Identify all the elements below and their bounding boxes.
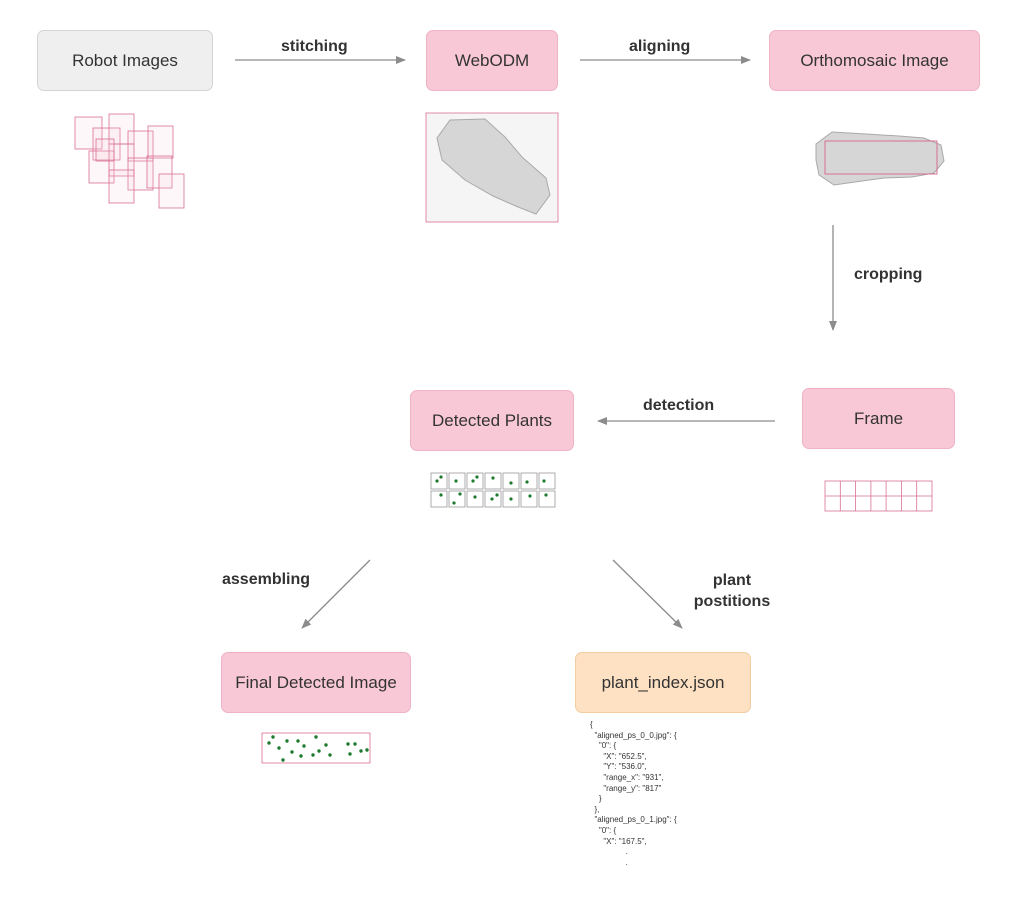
json-line: "aligned_ps_0_1.jpg": { (590, 815, 677, 825)
json-line: { (590, 720, 593, 729)
json-line: "Y": "536.0", (590, 762, 647, 772)
frame-grid (824, 480, 933, 512)
json-line: . (590, 857, 628, 867)
json-line: "range_y": "817" (590, 783, 662, 793)
json-line: "0": { (590, 825, 617, 835)
frame-node: Frame (802, 388, 955, 449)
json-line: }, (590, 804, 600, 814)
json-line: "aligned_ps_0_0.jpg": { (590, 730, 677, 740)
robot-images-node: Robot Images (37, 30, 213, 91)
plant-positions-arrow (612, 559, 683, 629)
orthomosaic-image-node: Orthomosaic Image (769, 30, 980, 91)
json-line: "X": "652.5", (590, 751, 647, 761)
webodm-node: WebODM (426, 30, 558, 91)
json-line: . (590, 847, 628, 857)
stitching-label: stitching (281, 38, 348, 55)
plant-positions-line2: postitions (693, 593, 771, 610)
json-line: } (590, 794, 602, 804)
final-detected-strip (261, 732, 371, 764)
orthomosaic-crop (815, 131, 945, 186)
webodm-stitched-map (425, 112, 559, 223)
json-line: "0": { (590, 741, 617, 751)
assembling-label: assembling (222, 571, 311, 588)
plant-positions-label: plant postitions (692, 570, 772, 612)
detected-plants-tiles (430, 472, 556, 508)
cropping-label: cropping (854, 266, 923, 283)
json-line: "range_x": "931", (590, 772, 664, 782)
aligning-label: aligning (629, 38, 691, 55)
detection-label: detection (643, 397, 715, 414)
json-line: "X": "167.5", (590, 836, 647, 846)
plant-positions-line1: plant (712, 572, 752, 589)
final-detected-image-node: Final Detected Image (221, 652, 411, 713)
robot-image-tiles (74, 113, 185, 209)
plant-index-json-node: plant_index.json (575, 652, 751, 713)
assembling-arrow (301, 559, 371, 629)
plant-index-json-snippet: { "aligned_ps_0_0.jpg": { "0": { "X": "6… (590, 720, 677, 868)
detected-plants-node: Detected Plants (410, 390, 574, 451)
